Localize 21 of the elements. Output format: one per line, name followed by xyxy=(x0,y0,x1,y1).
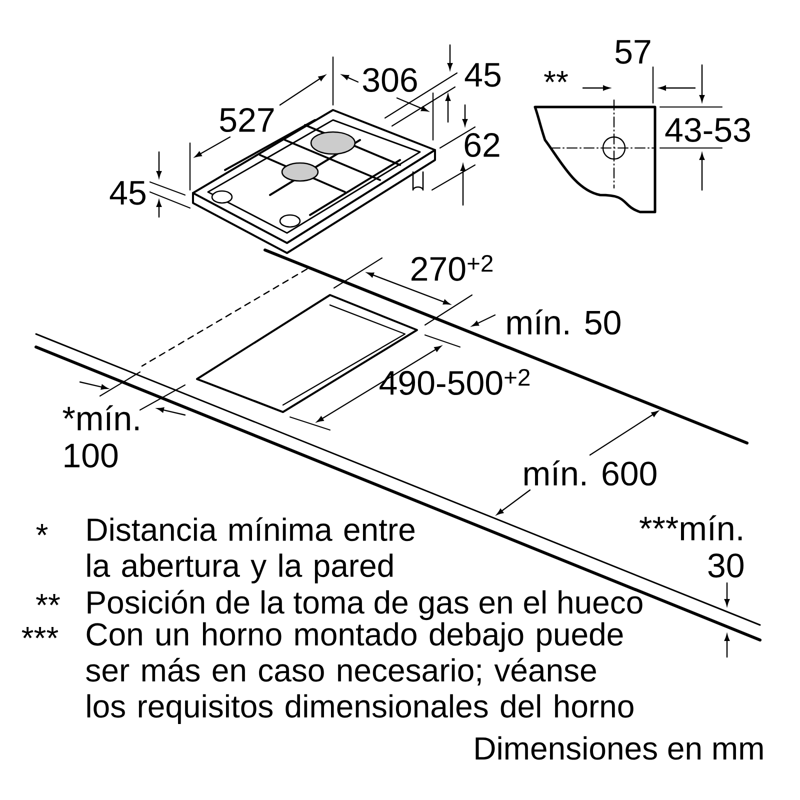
dimension-label: 45 xyxy=(110,181,146,205)
dimension-label: 45 xyxy=(464,63,500,87)
footnote-marker: *** xyxy=(22,627,58,638)
dimension-label: 306 xyxy=(362,68,417,92)
dimension-label: 57 xyxy=(615,40,650,64)
dimension-label: 43-53 xyxy=(665,118,750,142)
dimension-label: 62 xyxy=(464,132,500,158)
dimension-label: 270$^{+2}$ xyxy=(412,255,492,281)
dimension-label: *mín. 100 xyxy=(62,405,138,468)
footnote-marker: * xyxy=(36,524,48,536)
footnote-text: Distancia mínima entre la abertura y la pared xyxy=(87,517,414,584)
dimension-label: mín. 600 xyxy=(524,460,656,486)
footnote-marker: ** xyxy=(544,71,568,82)
footnote-text: Dimensiones en mm xyxy=(476,736,763,760)
dimension-label: ***mín. 30 xyxy=(640,515,744,578)
footnote-text: Con un horno montado debajo puede ser más en caso necesario; véanse los requisitos dimensionales del horno xyxy=(86,622,634,724)
footnote-marker: ** xyxy=(36,594,60,606)
dimension-label: mín. 50 xyxy=(507,309,620,335)
dimension-label: 490-500$^{+2}$ xyxy=(380,369,530,395)
dimension-label: 527 xyxy=(220,108,274,132)
footnote-text: Posición de la toma de gas en el hueco xyxy=(88,590,642,620)
